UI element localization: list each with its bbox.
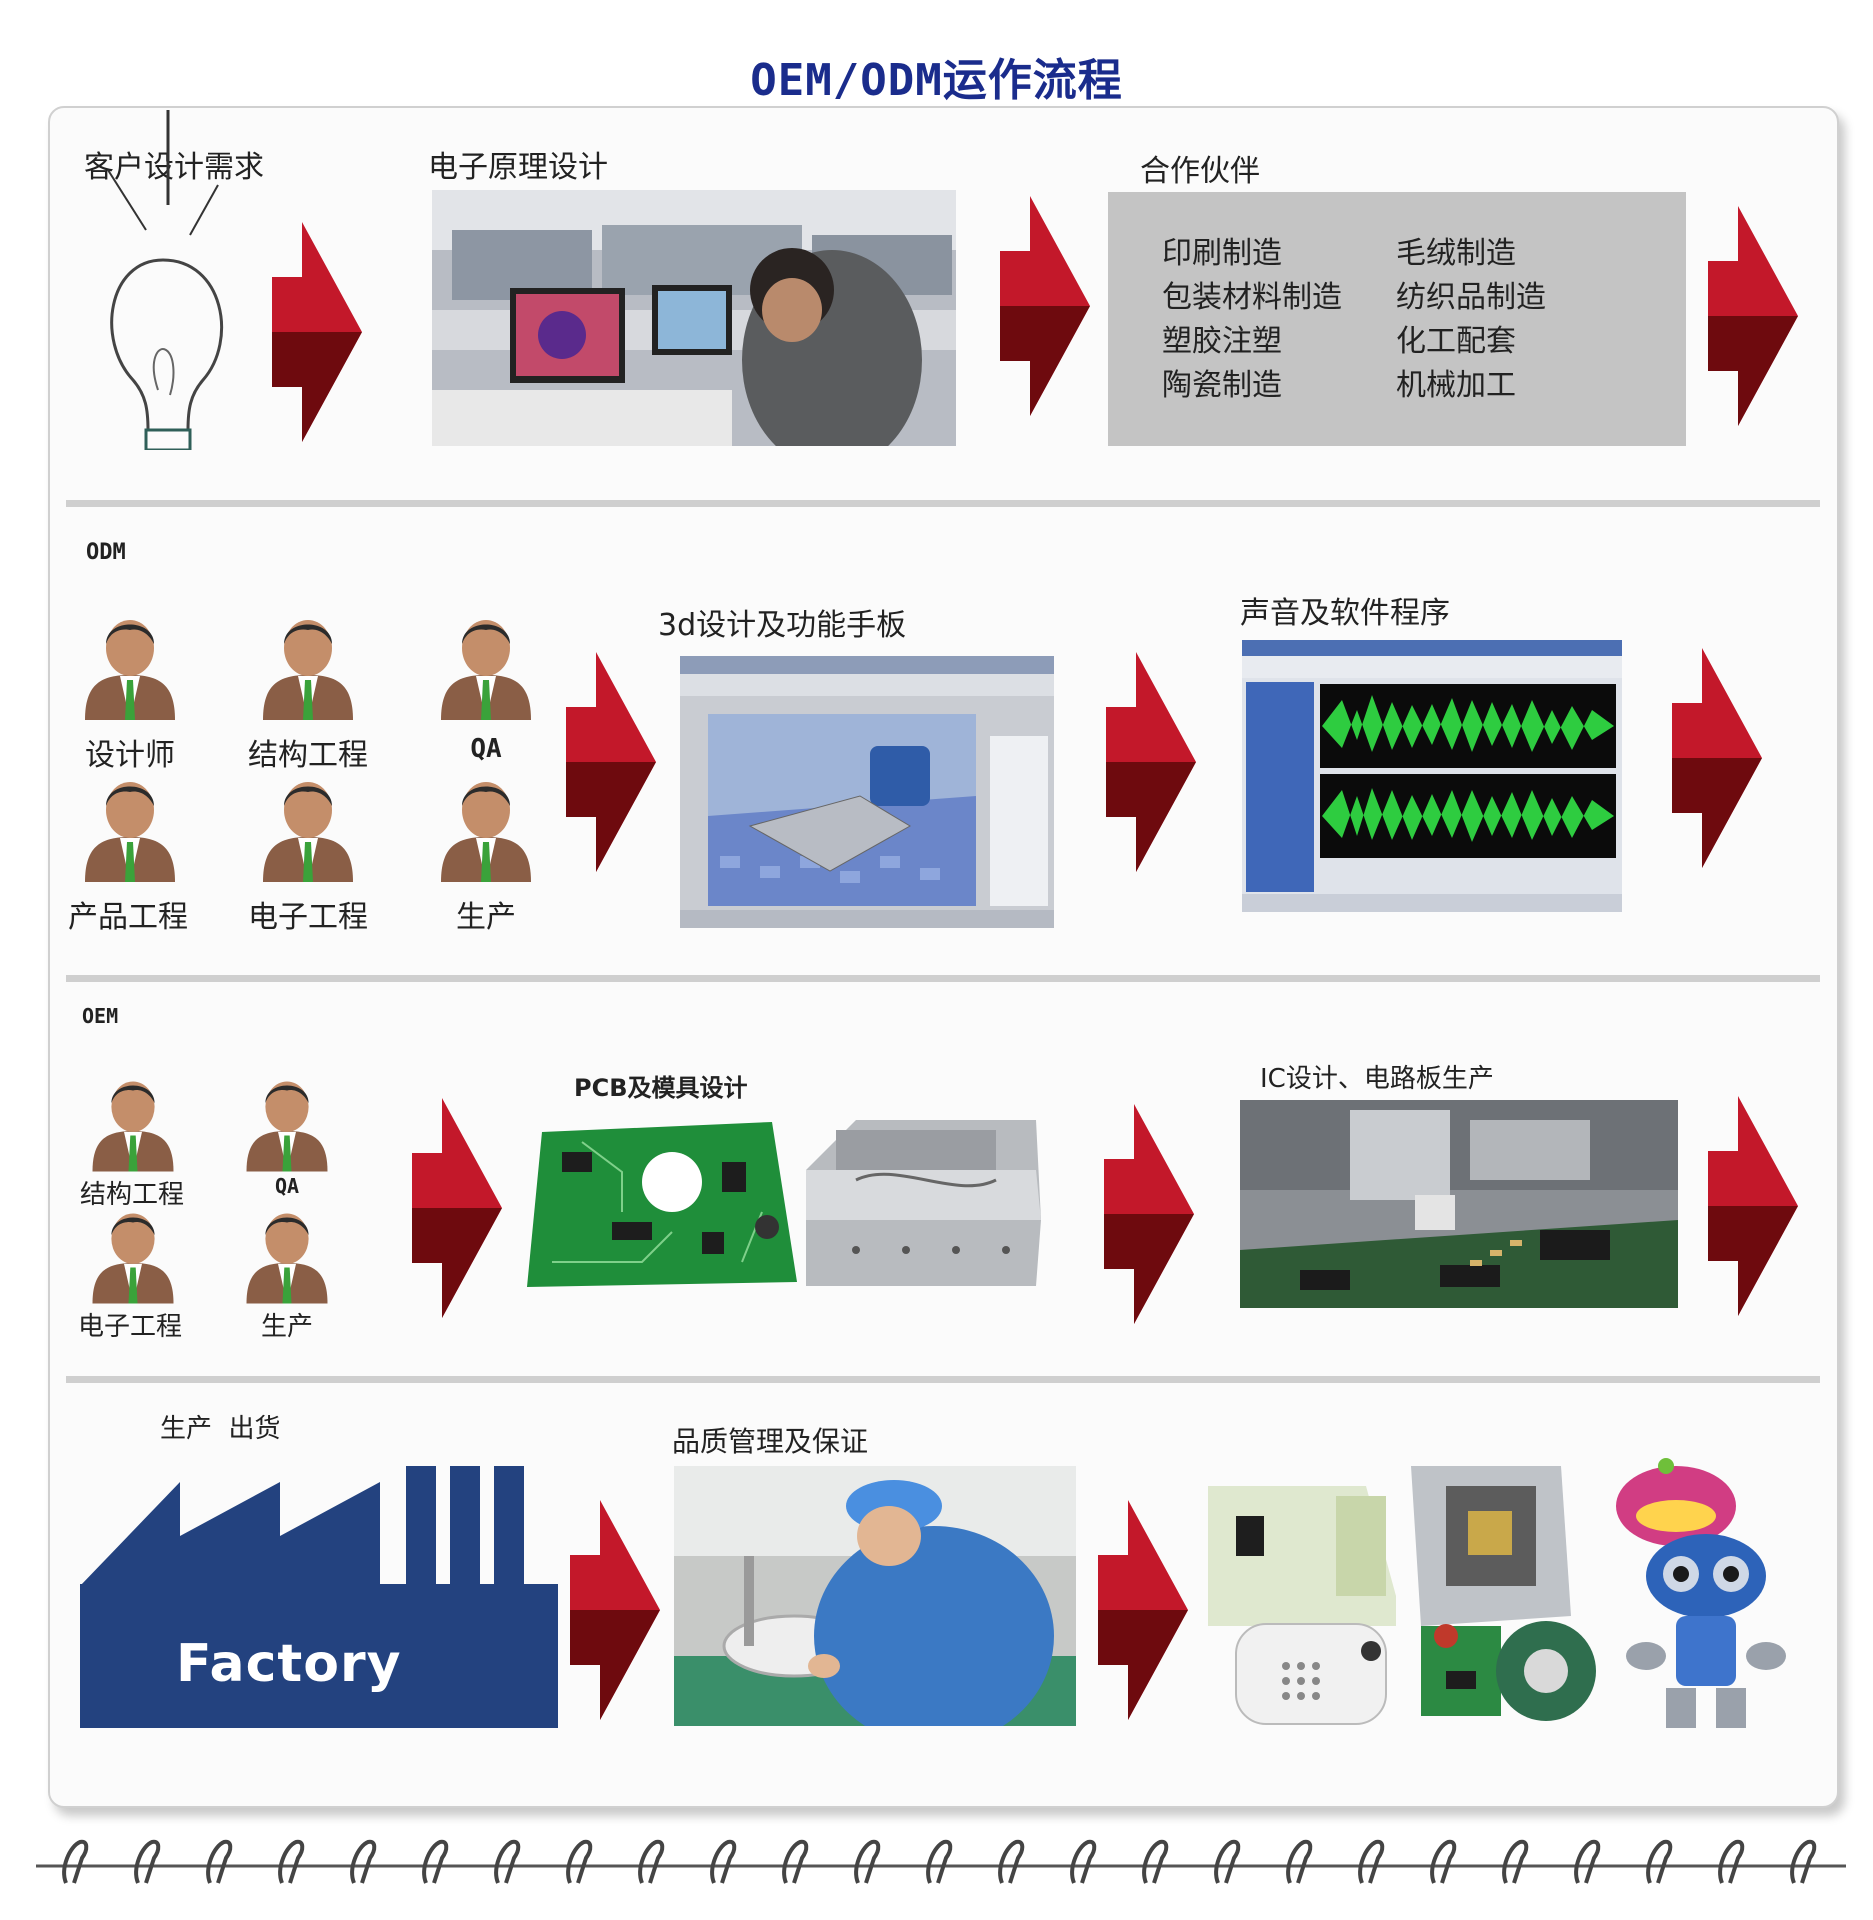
- odm-role-caption: 电子工程: [248, 900, 368, 935]
- spiral-coil: [134, 1839, 161, 1884]
- flow-arrow-icon: [412, 1098, 502, 1318]
- ic-design-label: IC设计、电路板生产: [1260, 1064, 1494, 1094]
- schematic-design-label: 电子原理设计: [428, 150, 608, 185]
- spiral-coil: [62, 1839, 89, 1884]
- person-icon: [92, 1081, 174, 1172]
- spiral-coil: [710, 1839, 737, 1884]
- oem-section-label: OEM: [82, 1004, 119, 1028]
- spiral-coil: [1502, 1839, 1529, 1884]
- spiral-coil: [422, 1839, 449, 1884]
- flow-arrow-icon: [1708, 1096, 1798, 1316]
- factory-icon: [80, 1466, 558, 1728]
- oem-role-caption: 结构工程: [79, 1180, 184, 1210]
- person-icon: [85, 620, 175, 720]
- audio-editor-image: [1242, 640, 1622, 912]
- partner-item: 化工配套: [1396, 324, 1516, 359]
- spiral-coil: [1358, 1839, 1385, 1884]
- row-divider-2: [66, 975, 1820, 982]
- flow-arrow-icon: [1106, 652, 1196, 872]
- page-title: OEM/ODM运作流程: [750, 55, 1123, 106]
- oem-role-caption: 电子工程: [77, 1312, 182, 1342]
- odm-role-caption: 设计师: [85, 738, 175, 773]
- person-icon: [441, 620, 531, 720]
- pcb-mold-label: PCB及模具设计: [574, 1074, 748, 1102]
- person-icon: [246, 1081, 328, 1172]
- odm-role-caption: QA: [470, 734, 502, 764]
- flow-arrow-icon: [566, 652, 656, 872]
- pcb-board-image: [527, 1122, 797, 1287]
- person-icon: [441, 782, 531, 882]
- mold-image: [806, 1120, 1041, 1286]
- flow-arrow-icon: [1098, 1500, 1188, 1720]
- partner-item: 塑胶注塑: [1162, 324, 1282, 359]
- odm-role-caption: 结构工程: [248, 738, 368, 773]
- spiral-coil: [350, 1839, 377, 1884]
- odm-role-caption: 生产: [456, 900, 516, 935]
- person-icon: [92, 1213, 174, 1304]
- flow-arrow-icon: [1104, 1104, 1194, 1324]
- person-icon: [263, 620, 353, 720]
- spiral-coil: [566, 1839, 593, 1884]
- spiral-coil: [1646, 1839, 1673, 1884]
- spiral-binding-decoration: [36, 1839, 1846, 1884]
- person-icon: [263, 782, 353, 882]
- factory-text: Factory: [176, 1634, 402, 1694]
- flow-arrow-icon: [272, 222, 362, 442]
- spiral-coil: [278, 1839, 305, 1884]
- partner-item: 机械加工: [1396, 368, 1516, 403]
- oem-role-caption: 生产: [260, 1312, 313, 1342]
- partner-item: 陶瓷制造: [1162, 368, 1282, 403]
- quality-control-label: 品质管理及保证: [672, 1425, 869, 1458]
- flow-arrow-icon: [1708, 206, 1798, 426]
- spiral-coil: [1430, 1839, 1457, 1884]
- spiral-coil: [854, 1839, 881, 1884]
- spiral-coil: [998, 1839, 1025, 1884]
- 3d-design-label: 3d设计及功能手板: [658, 608, 907, 643]
- odm-role-caption: 产品工程: [68, 900, 188, 935]
- partner-item: 包装材料制造: [1162, 280, 1342, 315]
- spiral-coil: [1718, 1839, 1745, 1884]
- partners-panel: [1108, 192, 1686, 446]
- person-icon: [85, 782, 175, 882]
- spiral-coil: [638, 1839, 665, 1884]
- row-divider-1: [66, 500, 1820, 507]
- flow-arrow-icon: [1000, 196, 1090, 416]
- spiral-coil: [1790, 1839, 1817, 1884]
- cad-software-image: [680, 656, 1054, 928]
- row-divider-3: [66, 1376, 1820, 1383]
- sound-software-label: 声音及软件程序: [1240, 596, 1450, 631]
- spiral-coil: [494, 1839, 521, 1884]
- spiral-coil: [1286, 1839, 1313, 1884]
- production-shipping-label: 生产 出货: [160, 1414, 281, 1444]
- oem-role-caption: QA: [274, 1174, 300, 1198]
- finished-products-image: [1208, 1458, 1786, 1728]
- partner-item: 毛绒制造: [1396, 236, 1516, 271]
- partner-item: 纺织品制造: [1396, 280, 1546, 315]
- spiral-coil: [1070, 1839, 1097, 1884]
- partners-label: 合作伙伴: [1140, 154, 1260, 189]
- spiral-coil: [1214, 1839, 1241, 1884]
- spiral-coil: [206, 1839, 233, 1884]
- spiral-coil: [926, 1839, 953, 1884]
- flow-arrow-icon: [570, 1500, 660, 1720]
- smt-machine-image: [1240, 1100, 1678, 1308]
- person-icon: [246, 1213, 328, 1304]
- flow-arrow-icon: [1672, 648, 1762, 868]
- spiral-coil: [782, 1839, 809, 1884]
- engineer-office-image: [432, 190, 956, 446]
- spiral-coil: [1142, 1839, 1169, 1884]
- lightbulb-icon: [107, 110, 224, 450]
- partner-item: 印刷制造: [1162, 236, 1282, 271]
- quality-inspection-image: [674, 1466, 1076, 1726]
- odm-section-label: ODM: [86, 540, 126, 565]
- spiral-coil: [1574, 1839, 1601, 1884]
